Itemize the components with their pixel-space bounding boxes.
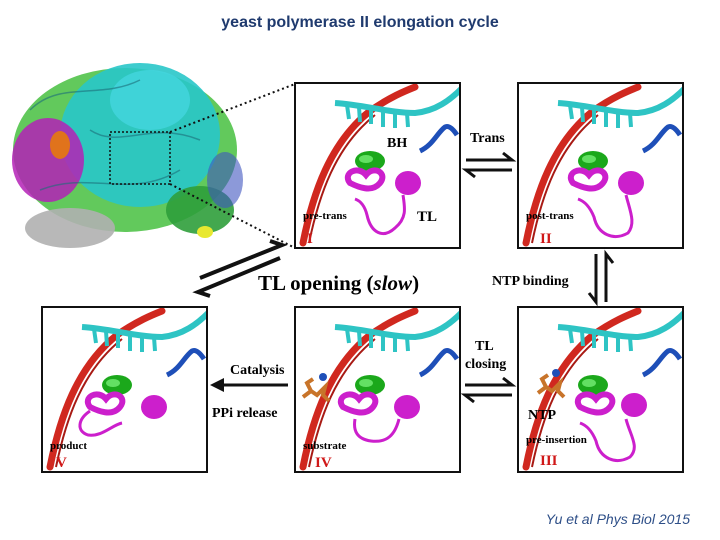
citation: Yu et al Phys Biol 2015 bbox=[545, 511, 690, 527]
transition-label-ppi-release: PPi release bbox=[212, 406, 277, 421]
state-numeral: V bbox=[56, 455, 67, 471]
ntp-label: NTP bbox=[528, 408, 556, 423]
state-panel-pre-trans: BH TL pre-trans I bbox=[295, 83, 465, 248]
transition-label-trans: Trans bbox=[470, 131, 505, 146]
ntp-molecule bbox=[301, 377, 331, 403]
state-name: pre-insertion bbox=[526, 434, 587, 446]
state-numeral: I bbox=[307, 231, 313, 247]
state-panel-substrate: substrate IV bbox=[295, 307, 465, 472]
state-name: substrate bbox=[303, 440, 347, 452]
transition-label-tl-closing-2: closing bbox=[465, 357, 506, 372]
transition-translocation: Trans bbox=[461, 131, 517, 179]
transition-tl-closing: TL closing bbox=[460, 339, 517, 404]
state-numeral: II bbox=[540, 231, 552, 247]
bridge-helix-label: BH bbox=[387, 136, 407, 151]
transition-label-ntp-binding: NTP binding bbox=[492, 274, 569, 289]
state-name: post-trans bbox=[526, 210, 574, 222]
transition-label-tl-opening: TL opening (slow) bbox=[258, 271, 419, 295]
transition-ntp-binding: NTP binding bbox=[492, 249, 615, 307]
state-name: product bbox=[50, 440, 87, 452]
state-name: pre-trans bbox=[303, 210, 348, 222]
state-panel-pre-insertion: NTP pre-insertion III bbox=[518, 307, 688, 472]
ntp-molecule bbox=[536, 373, 566, 399]
transition-label-catalysis: Catalysis bbox=[230, 363, 285, 378]
state-panel-post-trans: post-trans II bbox=[518, 83, 688, 248]
transition-label-tl-closing-1: TL bbox=[475, 339, 494, 354]
transition-tl-opening: TL opening (slow) bbox=[192, 239, 419, 298]
page-title: yeast polymerase II elongation cycle bbox=[221, 14, 499, 31]
state-numeral: IV bbox=[315, 455, 332, 471]
state-numeral: III bbox=[540, 453, 558, 469]
state-panel-product: product V bbox=[42, 307, 212, 472]
trigger-loop-label: TL bbox=[417, 209, 437, 225]
rna-polymerase-structure bbox=[12, 63, 243, 248]
transition-catalysis: Catalysis PPi release bbox=[210, 363, 288, 421]
